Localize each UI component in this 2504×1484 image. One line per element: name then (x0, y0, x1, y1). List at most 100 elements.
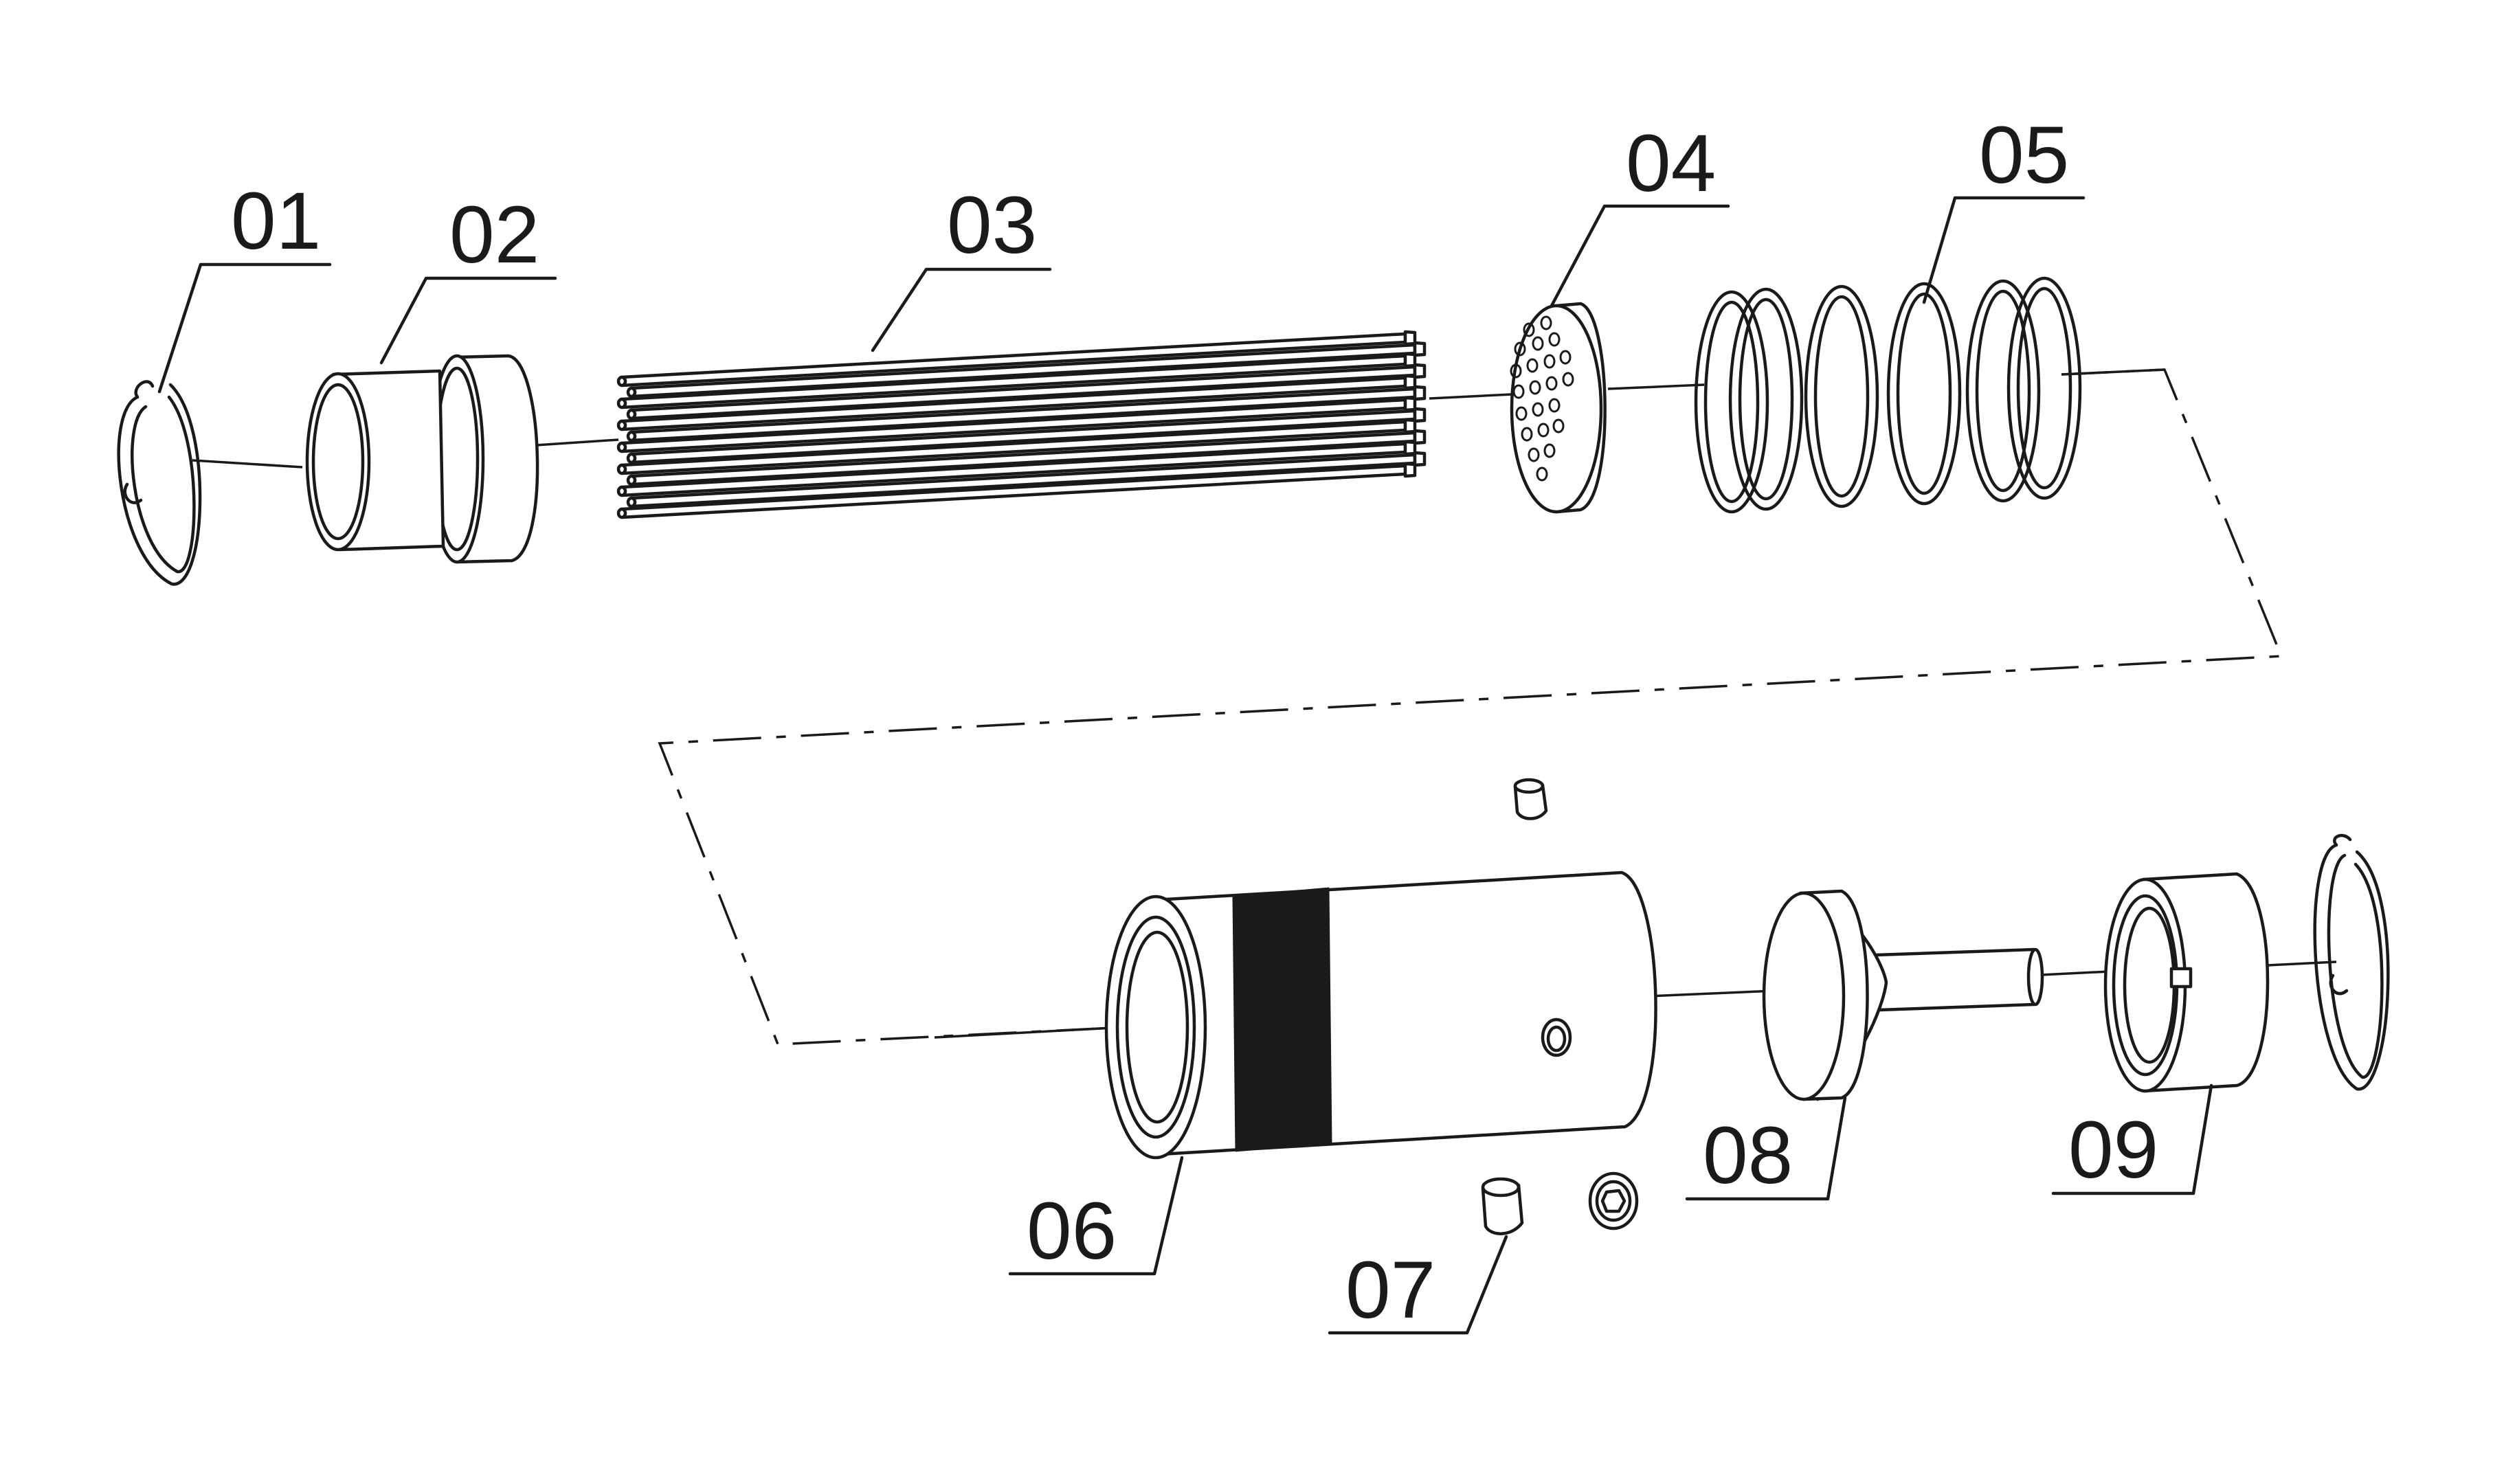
spring-coil (1886, 282, 1962, 506)
knurl-line (1292, 890, 1297, 1147)
knurl-line (1233, 895, 1239, 1152)
knurl-line (1311, 888, 1317, 1145)
knurl-line (1260, 892, 1266, 1149)
knurl-line (1283, 891, 1288, 1148)
label-07: 07 (1345, 1245, 1435, 1336)
knurl-line (1268, 892, 1274, 1149)
guide-hole (1540, 315, 1552, 330)
guide-hole (1548, 398, 1561, 413)
leader-lines (157, 196, 2213, 1335)
knurl-line (1276, 891, 1282, 1148)
knurl-line (1312, 888, 1318, 1145)
label-03: 03 (947, 180, 1037, 271)
label-01: 01 (231, 176, 321, 267)
guide-hole (1510, 363, 1522, 379)
knurl-line (1300, 889, 1306, 1146)
label-04: 04 (1626, 118, 1716, 209)
guide-hole (1521, 427, 1533, 442)
knurl-line (1237, 895, 1242, 1151)
knurl-line (1301, 889, 1307, 1146)
knurl-line (1290, 890, 1296, 1147)
knurl-line (1278, 891, 1284, 1148)
part-09-end-cap (2103, 872, 2270, 1093)
knurl-line (1265, 892, 1271, 1149)
knurl-line (1253, 893, 1258, 1150)
knurl-line (1317, 888, 1323, 1145)
part-08-plunger (1762, 889, 2044, 1101)
knurl-line (1297, 890, 1302, 1147)
spring-coil (1694, 290, 1769, 514)
knurl-line (1281, 891, 1286, 1148)
knurl-line (1247, 894, 1252, 1151)
guide-hole (1543, 354, 1556, 369)
guide-hole (1515, 406, 1528, 421)
knurl-line (1240, 895, 1245, 1151)
knurl-line (1306, 889, 1312, 1146)
guide-hole (1532, 336, 1544, 351)
guide-hole (1529, 380, 1541, 395)
guide-hole (1545, 376, 1558, 391)
part-02-bushing (305, 354, 539, 564)
pin (616, 330, 1417, 387)
knurl-line (1279, 891, 1285, 1148)
part-labels: 01 02 03 04 05 06 07 08 09 (231, 110, 2158, 1336)
guide-hole (1532, 402, 1544, 417)
pin (616, 352, 1417, 409)
knurl-line (1248, 894, 1253, 1151)
part-03-pin-bundle (616, 330, 1427, 519)
knurl-line (1310, 888, 1315, 1145)
pin (616, 440, 1417, 497)
spring-coil (1728, 287, 1804, 511)
knurl-line (1289, 890, 1295, 1147)
label-06: 06 (1027, 1186, 1117, 1277)
knurl-line (1238, 895, 1244, 1151)
knurl-line (1315, 888, 1320, 1145)
knurl-line (1322, 888, 1328, 1145)
knurl-line (1264, 892, 1269, 1149)
knurl-line (1299, 890, 1304, 1147)
part-07-set-screw (1481, 778, 1639, 1235)
label-02: 02 (449, 190, 539, 280)
knurl-line (1262, 892, 1268, 1149)
knurl-line (1270, 892, 1275, 1149)
knurl-line (1256, 893, 1261, 1150)
knurl-line (1242, 895, 1247, 1151)
knurl-line (1232, 895, 1238, 1152)
knurl-line (1249, 894, 1255, 1151)
knurl-line (1323, 887, 1329, 1144)
knurl-line (1243, 895, 1249, 1151)
guide-hole (1523, 322, 1535, 337)
knurl-line (1319, 888, 1324, 1145)
guide-hole (1552, 418, 1565, 434)
knurl-line (1236, 895, 1241, 1152)
knurl-line (1273, 892, 1279, 1149)
part-04-guide-plate (1510, 302, 1607, 514)
knurl-line (1259, 893, 1264, 1150)
knurl-line (1308, 888, 1313, 1145)
spring-coil (2006, 276, 2082, 500)
knurl-line (1327, 887, 1332, 1144)
guide-hole (1559, 350, 1572, 365)
guide-hole (1537, 423, 1550, 438)
knurl-line (1305, 889, 1310, 1146)
knurl-line (1326, 887, 1331, 1144)
knurl-line (1288, 890, 1293, 1147)
knurl-line (1321, 888, 1326, 1145)
knurl-line (1275, 892, 1280, 1149)
guide-hole (1548, 332, 1561, 347)
knurl-line (1257, 893, 1263, 1150)
guide-hole (1562, 372, 1574, 387)
knurl-line (1304, 889, 1308, 1146)
label-09: 09 (2068, 1105, 2158, 1195)
pin (616, 374, 1417, 431)
pin (616, 462, 1417, 519)
knurl-line (1316, 888, 1321, 1145)
knurl-line (1254, 893, 1260, 1150)
label-05: 05 (1979, 110, 2069, 201)
knurl-line (1244, 894, 1250, 1151)
guide-hole (1536, 466, 1548, 482)
spring-coil (1965, 279, 2041, 503)
dash-dot-connector (658, 368, 2283, 1046)
